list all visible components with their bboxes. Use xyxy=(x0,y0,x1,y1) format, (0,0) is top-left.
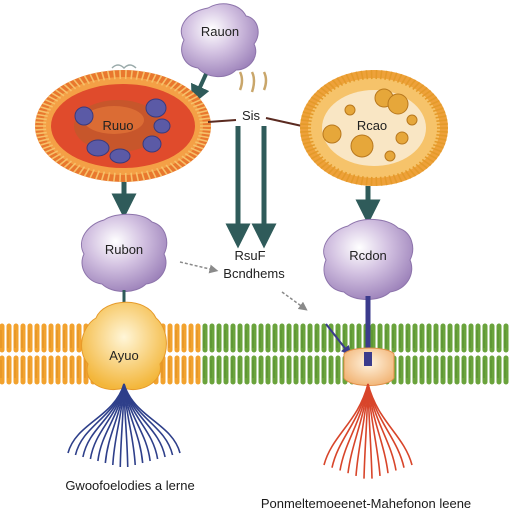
center-mid-label-1: RsuF xyxy=(234,248,266,263)
channel-icon xyxy=(343,347,395,386)
center-mid-label-2: Bcndhems xyxy=(223,266,285,281)
strand-icon xyxy=(238,71,268,93)
cell-icon xyxy=(300,70,448,186)
protein-icon xyxy=(81,213,168,292)
arrow-icon xyxy=(179,261,352,356)
center-top-label: Sis xyxy=(241,108,261,123)
right-cell-label: Rcao xyxy=(356,118,388,133)
left-protein-label: Rubon xyxy=(104,242,144,257)
connector-line xyxy=(265,117,303,127)
right-protein-label: Rcdon xyxy=(349,248,387,263)
left-channel-label: Ayuo xyxy=(109,348,139,363)
root-icon xyxy=(323,383,413,479)
protein-icon xyxy=(180,3,259,77)
connector-line xyxy=(207,119,237,123)
cell-icon xyxy=(35,69,211,182)
caption-left: Gwoofoelodies a lerne xyxy=(65,478,195,493)
arrow-icon xyxy=(191,73,210,106)
membrane-icon xyxy=(0,320,512,386)
top-protein-label: Rauon xyxy=(200,24,240,39)
root-icon xyxy=(67,383,181,468)
arrow-icon xyxy=(225,126,277,249)
channel-icon xyxy=(81,301,167,390)
caption-right: Ponmeltemoeenet-Mahefonon leene xyxy=(260,496,472,511)
protein-icon xyxy=(323,219,414,300)
left-cell-label: Ruuo xyxy=(102,118,134,133)
squiggle-icon xyxy=(111,64,137,70)
